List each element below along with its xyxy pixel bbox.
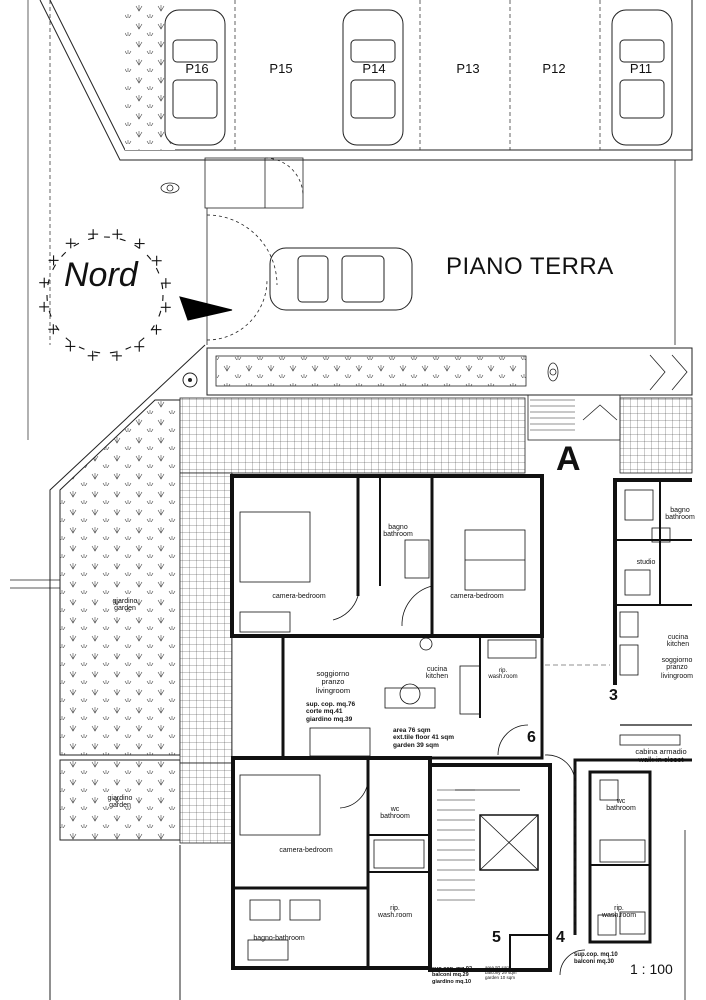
unit-5-walls [231,756,432,970]
north-label: Nord [64,256,138,294]
room-camera-2: camera-bedroom [450,593,504,600]
unit-4-walls [544,724,692,1000]
parking-p14-label: P14 [362,61,386,76]
parking-p16-label: P16 [185,61,209,76]
room-camera-1: camera-bedroom [272,593,326,600]
pedestrian-icon [160,182,559,382]
parking-p13-label: P13 [456,61,480,76]
dashed-guide-lines [545,664,610,935]
unit-6-number: 6 [527,729,536,746]
tiled-terrace [179,397,693,844]
stair-core [428,763,552,972]
room-rip-3: rip.wash.room [601,905,637,919]
parking-p12-label: P12 [542,61,566,76]
planter-strip [182,347,693,396]
unit-3-walls [613,478,692,685]
unit-5-number: 5 [492,929,501,946]
entrance-stairs [527,354,688,441]
parking-p15-label: P15 [269,61,293,76]
unit-4-number: 4 [556,929,565,946]
room-rip-2: rip.wash.room [377,905,413,919]
entrance-gate [204,157,676,345]
room-studio: studio [636,559,656,566]
unit-3-number: 3 [609,687,618,704]
north-compass [46,236,233,354]
garden-west [10,344,206,1000]
core-a-label: A [556,440,581,478]
scale-label: 1 : 100 [630,961,673,977]
room-rip-1: rip.wash.room [488,668,518,680]
room-camera-3: camera-bedroom [279,847,333,854]
unit-6-walls [230,474,544,760]
parking-p11-label: P11 [629,61,653,76]
floor-title: PIANO TERRA [446,253,614,280]
parked-cars [164,9,673,311]
room-bagno-2: bagno-bathroom [253,935,305,942]
compass-cross-marks [39,229,171,361]
